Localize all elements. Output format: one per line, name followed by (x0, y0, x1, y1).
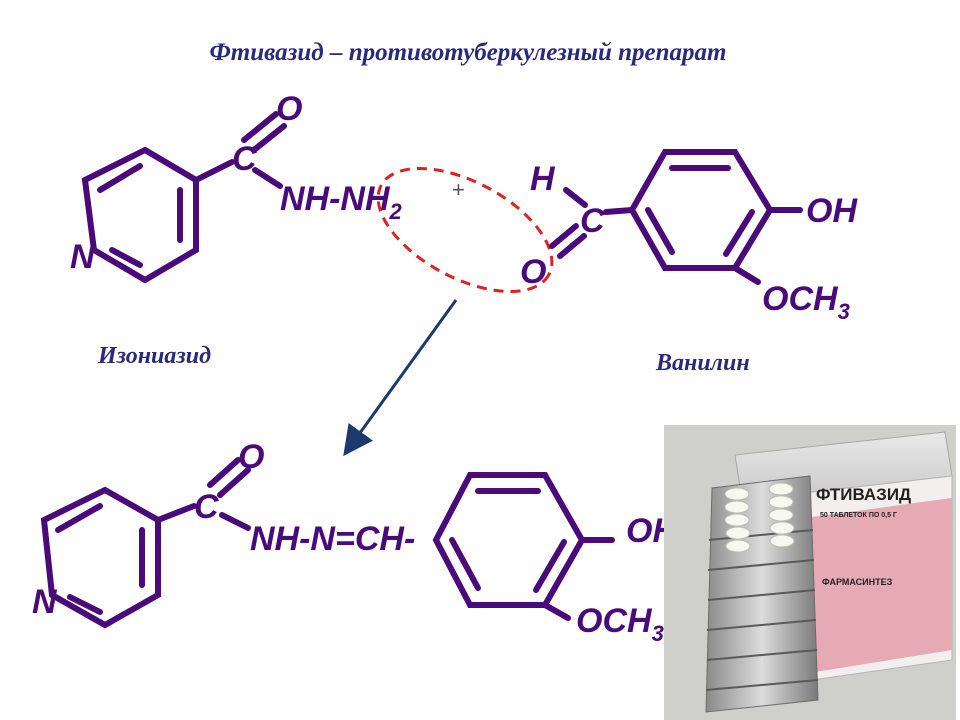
ring-to-carbonyl-bond (193, 159, 235, 183)
tablet (725, 526, 751, 540)
vanillin-structure: H C O OH OCH3 (520, 149, 858, 324)
tablet (724, 487, 750, 501)
carbonyl-double-bond (217, 467, 251, 498)
isoniazid-structure: N C O NH-NH2 (70, 90, 403, 284)
ring-double-bond (645, 207, 675, 255)
atom-o: O (520, 253, 546, 291)
aldehyde-h-bond (563, 187, 588, 208)
atom-c: C (194, 488, 219, 526)
reaction-arrow (343, 299, 458, 457)
carbonyl-double-bond (241, 111, 279, 143)
tablet (768, 482, 794, 496)
methoxy-group-main: OCH (762, 280, 839, 318)
slide-title: Фтивазид – противотуберкулезный препарат (210, 39, 727, 66)
atom-o: O (238, 438, 264, 476)
box-brand: ФТИВАЗИД (816, 485, 911, 504)
ring-double-bond (67, 594, 103, 615)
tablet (769, 521, 795, 535)
hydrazide-group-subscript: 2 (389, 199, 403, 224)
atom-c: C (232, 140, 257, 178)
tablet (724, 500, 750, 514)
tablet (768, 495, 794, 509)
tablet (768, 508, 794, 522)
atom-h: H (530, 160, 556, 198)
blister-edge (707, 559, 815, 571)
vanillin-name: Ванилин (655, 350, 750, 376)
atom-n: N (32, 583, 58, 621)
methoxy-group: OCH3 (762, 280, 850, 324)
atom-n: N (70, 238, 96, 276)
box-pink-panel (790, 498, 952, 676)
ring-to-och3-bond (542, 602, 571, 621)
methoxy-group-subscript: 3 (652, 621, 664, 646)
ring-double-bond (97, 163, 143, 193)
atom-c: C (580, 202, 605, 240)
plus-sign: + (452, 177, 465, 202)
aldehyde-double-bond (549, 223, 579, 249)
box-maker: ФАРМАСИНТЕЗ (822, 577, 893, 587)
ring-double-bond (55, 503, 103, 533)
hydrazone-linker: NH-N=CH- (250, 520, 415, 558)
ring-double-bond (723, 209, 755, 257)
tablet (724, 513, 750, 527)
blister-edge (707, 589, 816, 601)
ring-to-aldehyde-bond (603, 207, 635, 215)
carbonyl-double-bond (251, 123, 287, 153)
aldehyde-double-bond (557, 233, 587, 259)
ring-double-bond (449, 537, 481, 591)
hydrazide-group: NH-NH2 (280, 180, 403, 224)
ring-to-och3-bond (732, 265, 761, 285)
blister-edge (708, 529, 814, 541)
blister-edge (705, 679, 819, 691)
blister-edge (706, 619, 817, 631)
ring-to-carbonyl-bond (155, 503, 197, 523)
tablet (725, 539, 751, 553)
hydroxyl-group: OH (806, 192, 858, 230)
benzene-ring (432, 472, 586, 608)
carbonyl-to-nh-bond (252, 167, 283, 189)
ftivazid-structure: N C O NH-N=CH- OH OCH3 (32, 438, 678, 646)
package-photo: ФТИВАЗИД 50 ТАБЛЕТОК ПО 0,5 Г ФАРМАСИНТЕ… (664, 425, 956, 720)
ring-double-bond (533, 539, 567, 593)
isoniazid-name: Изониазид (97, 343, 211, 369)
ring-double-bond (109, 247, 143, 268)
methoxy-group: OCH3 (576, 602, 664, 646)
hydrazide-group-main: NH-NH (280, 180, 391, 218)
carbonyl-double-bond (207, 457, 241, 488)
blister-edge (706, 649, 818, 661)
tablet (769, 534, 795, 548)
box-small-print: 50 ТАБЛЕТОК ПО 0,5 Г (820, 512, 897, 519)
carbonyl-to-nh-bond (219, 512, 251, 531)
methoxy-group-subscript: 3 (838, 299, 850, 324)
methoxy-group-main: OCH (576, 602, 653, 640)
reaction-site-highlight (376, 166, 554, 294)
atom-o: O (276, 90, 302, 128)
